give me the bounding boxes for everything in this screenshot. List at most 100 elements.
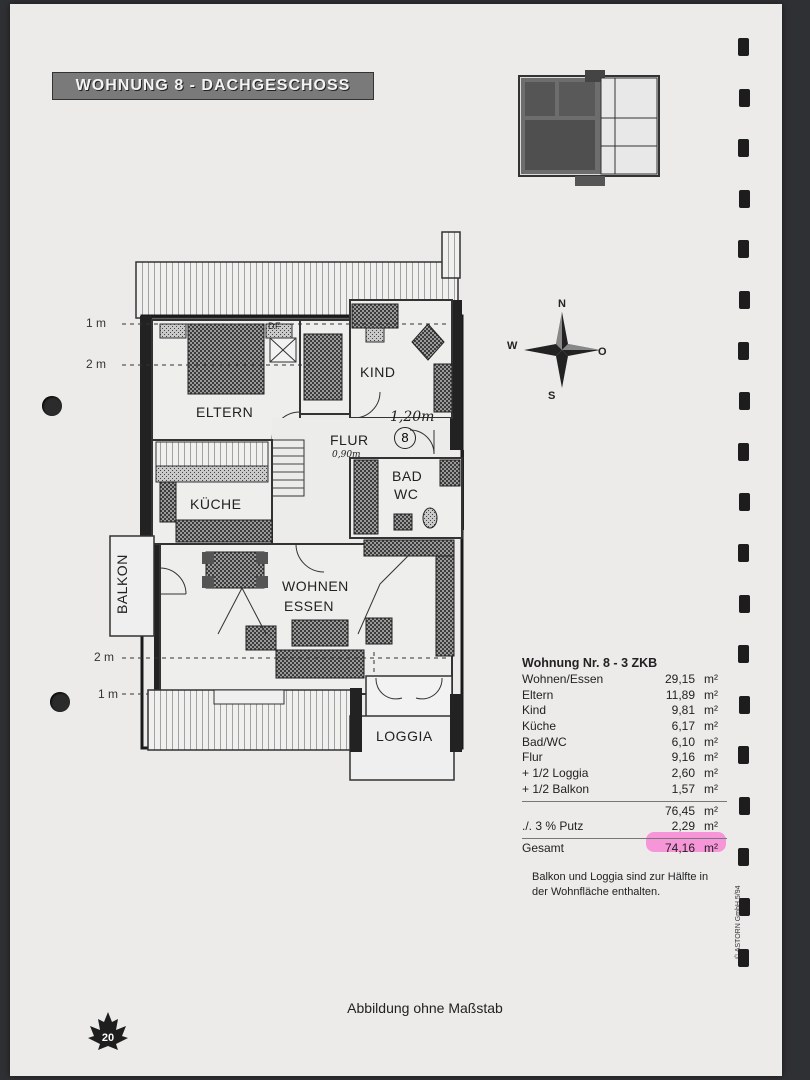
room-label-df: DF [268, 321, 281, 331]
area-row-value: 9,16 [671, 750, 695, 765]
perforation-tick [739, 493, 750, 512]
perforation-tick [739, 898, 750, 917]
area-deduction-label: ./. 3 % Putz [522, 819, 584, 834]
compass-north: N [558, 298, 566, 310]
room-label-wohnen: WOHNEN [282, 578, 349, 594]
area-subtotal-row: 76,45 m² [522, 800, 727, 820]
area-row-value: 11,89 [665, 687, 695, 702]
compass-west: W [507, 340, 518, 352]
perforation-tick [738, 847, 749, 866]
room-label-flur: FLUR [330, 432, 369, 448]
area-row: Wohnen/Essen 29,15 m² [522, 672, 727, 688]
balcony-note: Balkon und Loggia sind zur Hälfte in der… [532, 871, 709, 898]
perforation-tick [739, 291, 750, 309]
area-total-value: 74,16 [664, 840, 695, 855]
dim-label-bottom-2m: 2 m [94, 650, 115, 664]
publisher-logo: 20 [86, 1010, 130, 1054]
area-row-value: 1,57 [671, 781, 695, 796]
perforation-tick [739, 594, 750, 613]
area-row: Bad/WC 6,10 m² [522, 735, 727, 751]
area-total-label: Gesamt [522, 840, 565, 855]
area-row-unit: m² [704, 719, 718, 734]
perforation-tick [739, 88, 750, 107]
area-row-label: Küche [522, 719, 557, 734]
room-label-kueche: KÜCHE [190, 496, 242, 512]
compass-south: S [548, 390, 556, 402]
perforation-tick [738, 948, 749, 967]
perforation-tick [739, 695, 750, 714]
document-sheet: WOHNUNG 8 - DACHGESCHOSS [10, 4, 782, 1076]
maple-leaf-icon [88, 1012, 128, 1050]
room-label-wc: WC [394, 486, 419, 502]
area-row-unit: m² [704, 703, 718, 718]
perforation-tick [739, 189, 750, 208]
room-label-eltern: ELTERN [196, 404, 254, 420]
room-label-loggia: LOGGIA [376, 728, 433, 744]
area-total-row: Gesamt 74,16 m² [522, 837, 727, 857]
total-highlight [646, 832, 726, 852]
dim-label-top-2m: 2 m [86, 357, 107, 371]
area-row-unit: m² [704, 781, 718, 796]
area-row-value: 2,60 [671, 766, 695, 781]
area-deduction-unit: m² [704, 819, 718, 834]
perforation-tick [738, 240, 749, 259]
area-row-value: 6,17 [671, 719, 695, 734]
area-deduction-row: ./. 3 % Putz 2,29 m² [522, 819, 727, 835]
dim-label-bottom-1m: 1 m [98, 687, 119, 701]
perforation-tick [738, 645, 749, 664]
perforation-tick [738, 442, 749, 461]
area-row-value: 9,81 [671, 703, 695, 718]
key-plan-thumbnail [518, 70, 660, 186]
area-table-rows: Wohnen/Essen 29,15 m² Eltern 11,89 m² Kind 9,… [522, 672, 727, 798]
unit-number-badge: 8 [394, 427, 416, 449]
room-label-balkon: BALKON [114, 554, 130, 614]
scale-note: Abbildung ohne Maßstab [347, 1000, 503, 1016]
area-row: Kind 9,81 m² [522, 703, 727, 719]
area-row-unit: m² [704, 672, 718, 686]
perforation-tick [738, 544, 749, 562]
area-subtotal-value: 76,45 [664, 803, 695, 818]
area-row-label: Flur [522, 750, 543, 765]
area-row-value: 6,10 [671, 734, 695, 749]
perforation-tick [739, 392, 750, 411]
area-row-unit: m² [704, 734, 718, 749]
area-row-unit: m² [704, 766, 718, 781]
area-subtotal-unit: m² [704, 803, 718, 818]
floor-plan [109, 231, 464, 781]
area-row-label: + 1/2 Loggia [522, 766, 589, 781]
perforation-tick [738, 341, 749, 360]
area-row-label: Bad/WC [522, 734, 567, 749]
area-row: Eltern 11,89 m² [522, 688, 727, 704]
copyright-text: © ASTORN GmbH 5/94 [735, 885, 742, 960]
area-row-label: Wohnen/Essen [522, 672, 604, 686]
binder-hole [50, 692, 70, 712]
handwritten-door-note: 0,90m [332, 450, 361, 460]
area-total-unit: m² [704, 840, 718, 855]
room-label-essen: ESSEN [284, 598, 334, 614]
unit-number: 8 [401, 430, 409, 445]
area-row-label: Eltern [522, 687, 554, 702]
area-row-label: Kind [522, 703, 547, 718]
compass-rose-icon [524, 312, 600, 388]
perforation-tick [738, 139, 749, 158]
area-row-value: 29,15 [664, 672, 695, 686]
room-label-bad: BAD [392, 468, 423, 484]
area-row-unit: m² [704, 750, 718, 765]
area-row: + 1/2 Loggia 2,60 m² [522, 766, 727, 782]
area-row: Küche 6,17 m² [522, 719, 727, 735]
perforation-tick [738, 38, 749, 56]
area-row-unit: m² [704, 687, 718, 702]
perforation-tick [739, 797, 750, 815]
dim-label-top-1m: 1 m [86, 316, 107, 330]
perforation-tick [738, 746, 749, 765]
area-deduction-value: 2,29 [671, 819, 695, 834]
room-label-kind: KIND [360, 364, 396, 380]
binder-hole [42, 396, 62, 416]
page-title: WOHNUNG 8 - DACHGESCHOSS [52, 72, 374, 100]
area-row-label: + 1/2 Balkon [522, 781, 590, 796]
area-row: Flur 9,16 m² [522, 750, 727, 766]
page-number: 20 [101, 1032, 115, 1044]
area-row: + 1/2 Balkon 1,57 m² [522, 782, 727, 798]
compass-east: O [598, 346, 607, 358]
